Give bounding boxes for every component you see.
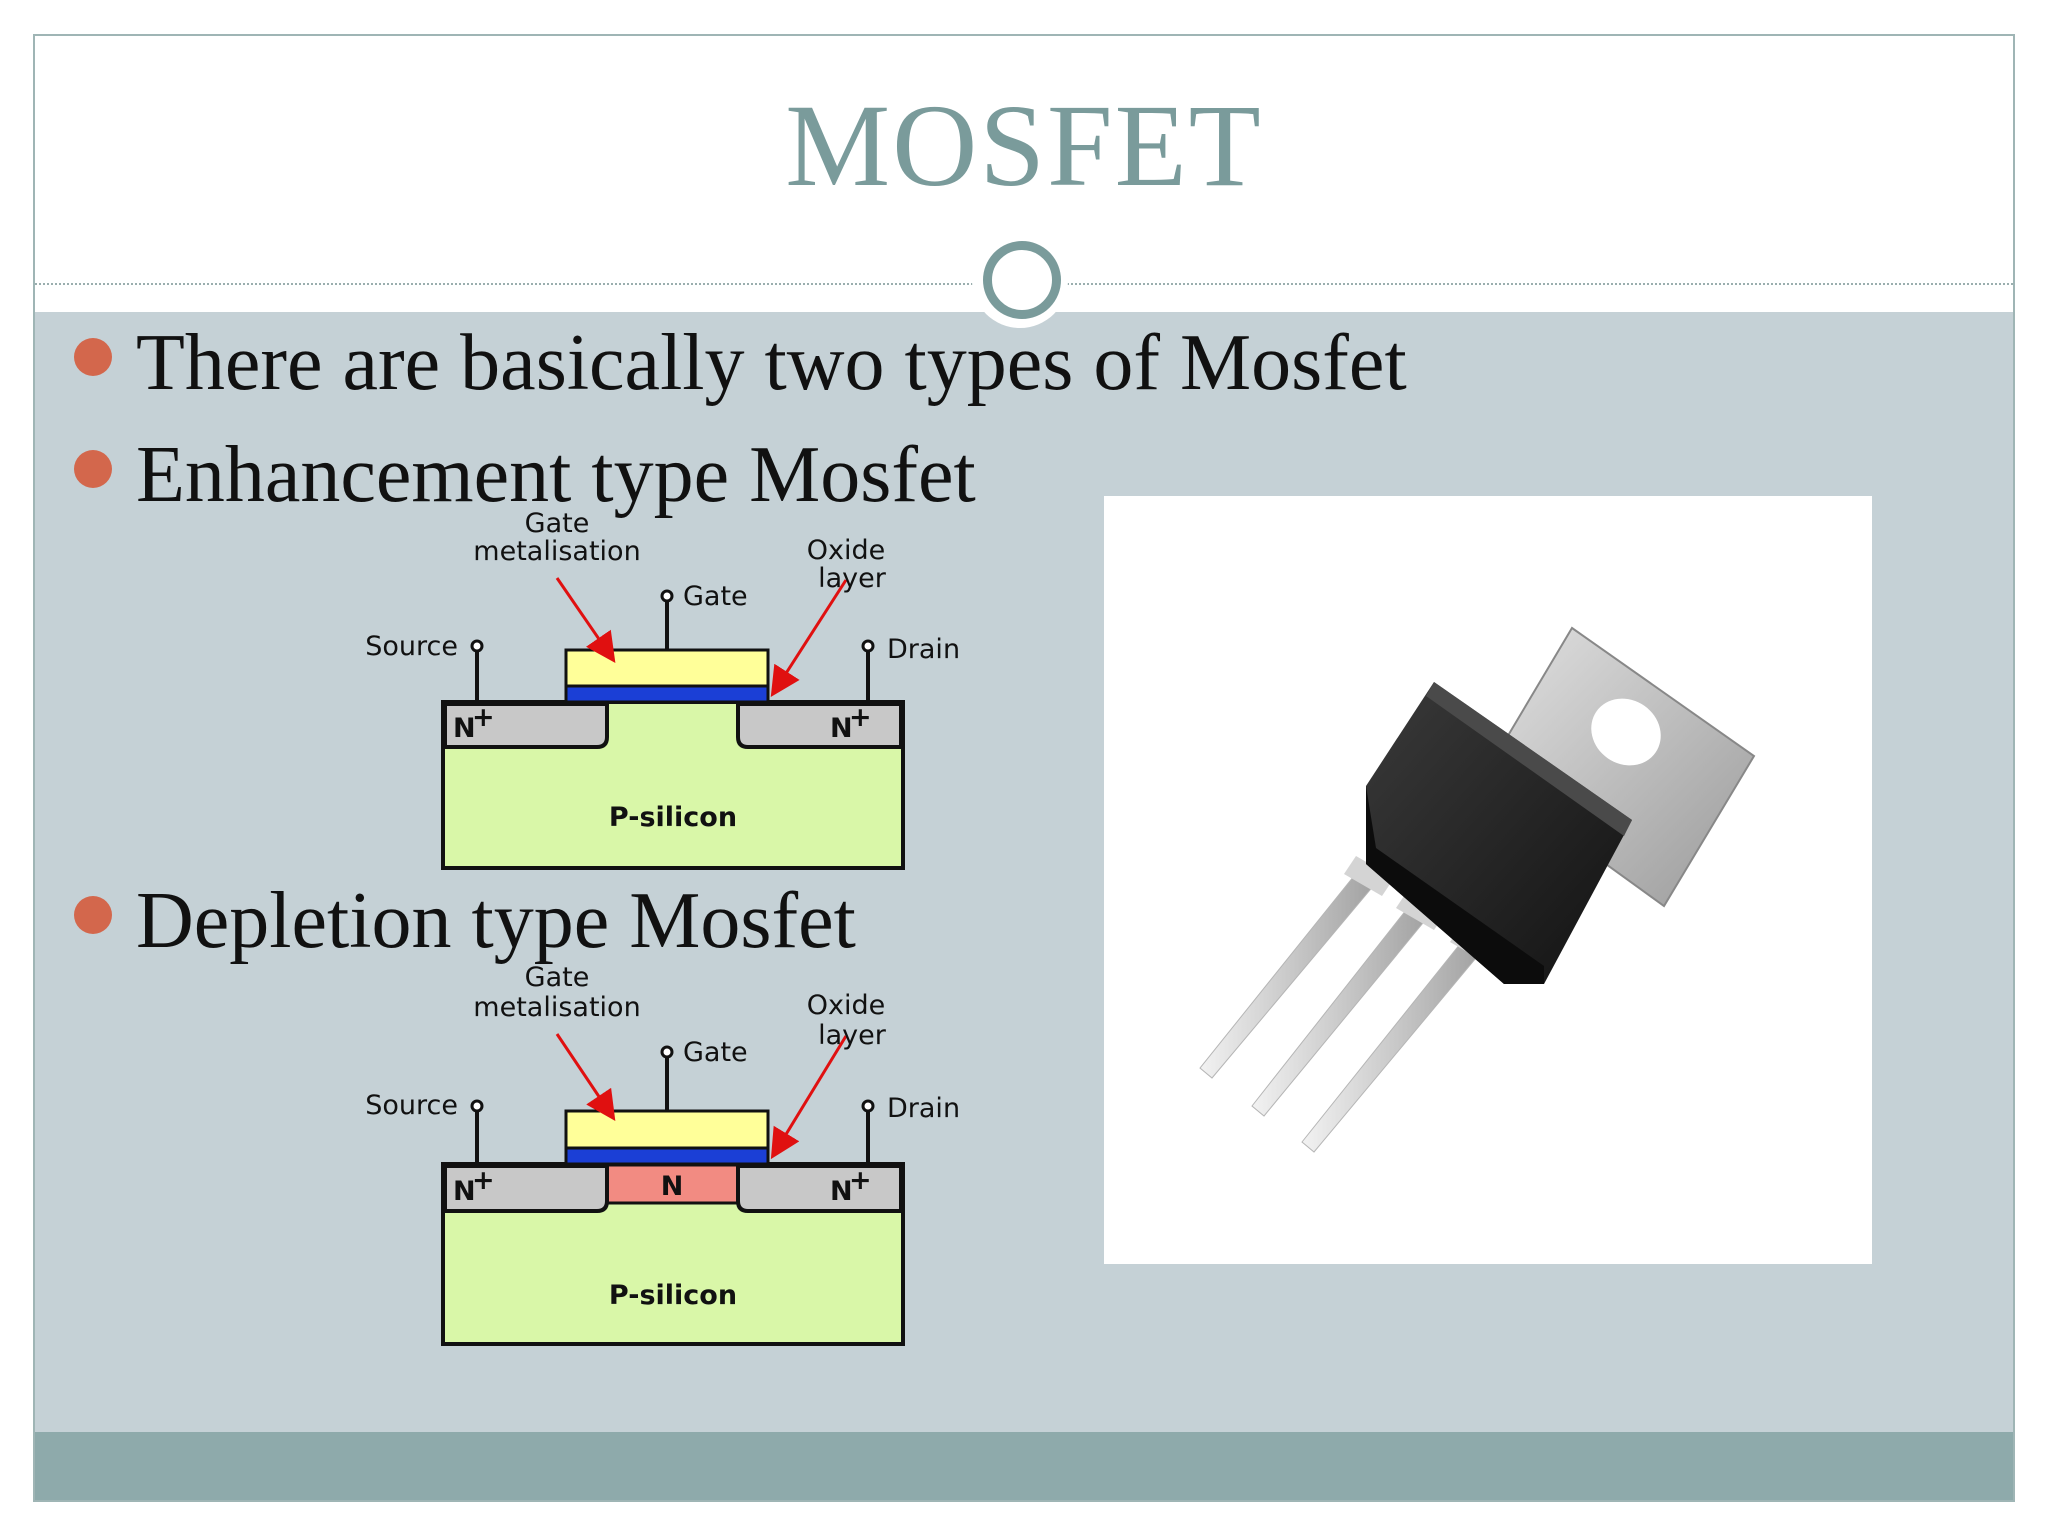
oxide-arrow <box>770 1035 848 1160</box>
gate-metal-label: Gate <box>525 512 590 539</box>
to220-transistor-icon <box>1199 626 1756 1153</box>
drain-label: Drain <box>887 634 960 665</box>
bullet-dot-icon <box>74 895 112 934</box>
n-plus-right-sup: + <box>849 1165 872 1196</box>
n-drain-region <box>736 702 903 749</box>
n-source-region <box>443 702 609 749</box>
n-plus-left-sup: + <box>472 1165 495 1196</box>
footer-band <box>35 1432 2013 1500</box>
n-plus-right-sup: + <box>849 702 872 733</box>
source-terminal-icon <box>470 639 484 653</box>
oxide-label: layer <box>818 1020 887 1051</box>
p-silicon-label: P-silicon <box>609 802 737 833</box>
bullet-item-1: There are basically two types of Mosfet <box>74 318 1407 409</box>
enhancement-mosfet-diagram: Gate metalisation Gate Oxide layer Sourc… <box>365 512 960 870</box>
gate-metal-label: metalisation <box>473 992 640 1023</box>
oxide-label: layer <box>818 563 887 594</box>
n-plus-left-sup: + <box>472 702 495 733</box>
transistor-photo <box>1104 496 1872 1264</box>
oxide-label: Oxide <box>807 535 885 566</box>
oxide-label: Oxide <box>807 990 885 1021</box>
gate-metal-arrow <box>555 577 616 663</box>
n-channel-label: N <box>661 1171 684 1202</box>
depletion-mosfet-diagram: Gate metalisation Gate Oxide layer Sourc… <box>365 966 960 1346</box>
bullet-dot-icon <box>74 449 112 488</box>
n-channel-region <box>605 1163 740 1205</box>
transistor-tab <box>1482 626 1756 908</box>
gate-terminal-icon <box>660 589 674 603</box>
bullet-item-3: Depletion type Mosfet <box>74 876 856 967</box>
source-label: Source <box>365 1090 458 1121</box>
p-silicon-label: P-silicon <box>609 1280 737 1311</box>
slide-frame <box>33 34 2015 1502</box>
n-plus-right-label: N <box>830 1176 853 1207</box>
oxide-layer <box>564 684 770 704</box>
gate-metal-arrow <box>555 1033 616 1121</box>
oxide-layer <box>564 1146 770 1166</box>
n-plus-right-label: N <box>830 713 853 744</box>
bullet-item-2: Enhancement type Mosfet <box>74 430 976 521</box>
drain-terminal-icon <box>861 1099 875 1113</box>
n-plus-left-label: N <box>453 713 476 744</box>
source-terminal-icon <box>470 1099 484 1113</box>
n-source-region <box>443 1164 609 1213</box>
oxide-arrow <box>770 579 848 698</box>
bullet-text-3: Depletion type Mosfet <box>136 877 856 965</box>
source-label: Source <box>365 631 458 662</box>
transistor-body <box>1366 682 1632 984</box>
gate-metal <box>564 648 770 688</box>
gate-terminal-icon <box>660 1045 674 1059</box>
slide-title: MOSFET <box>785 80 1263 211</box>
gate-label: Gate <box>683 581 748 612</box>
circle-ornament-icon <box>983 241 1061 319</box>
gate-label: Gate <box>683 1037 748 1068</box>
gate-metal <box>564 1109 770 1150</box>
gate-metal-label: Gate <box>525 966 590 993</box>
bullet-text-1: There are basically two types of Mosfet <box>136 319 1407 407</box>
drain-terminal-icon <box>861 639 875 653</box>
drain-label: Drain <box>887 1093 960 1124</box>
n-drain-region <box>736 1164 903 1213</box>
bullet-dot-icon <box>74 337 112 376</box>
n-plus-left-label: N <box>453 1176 476 1207</box>
bullet-text-2: Enhancement type Mosfet <box>136 431 976 519</box>
gate-metal-label: metalisation <box>473 536 640 567</box>
